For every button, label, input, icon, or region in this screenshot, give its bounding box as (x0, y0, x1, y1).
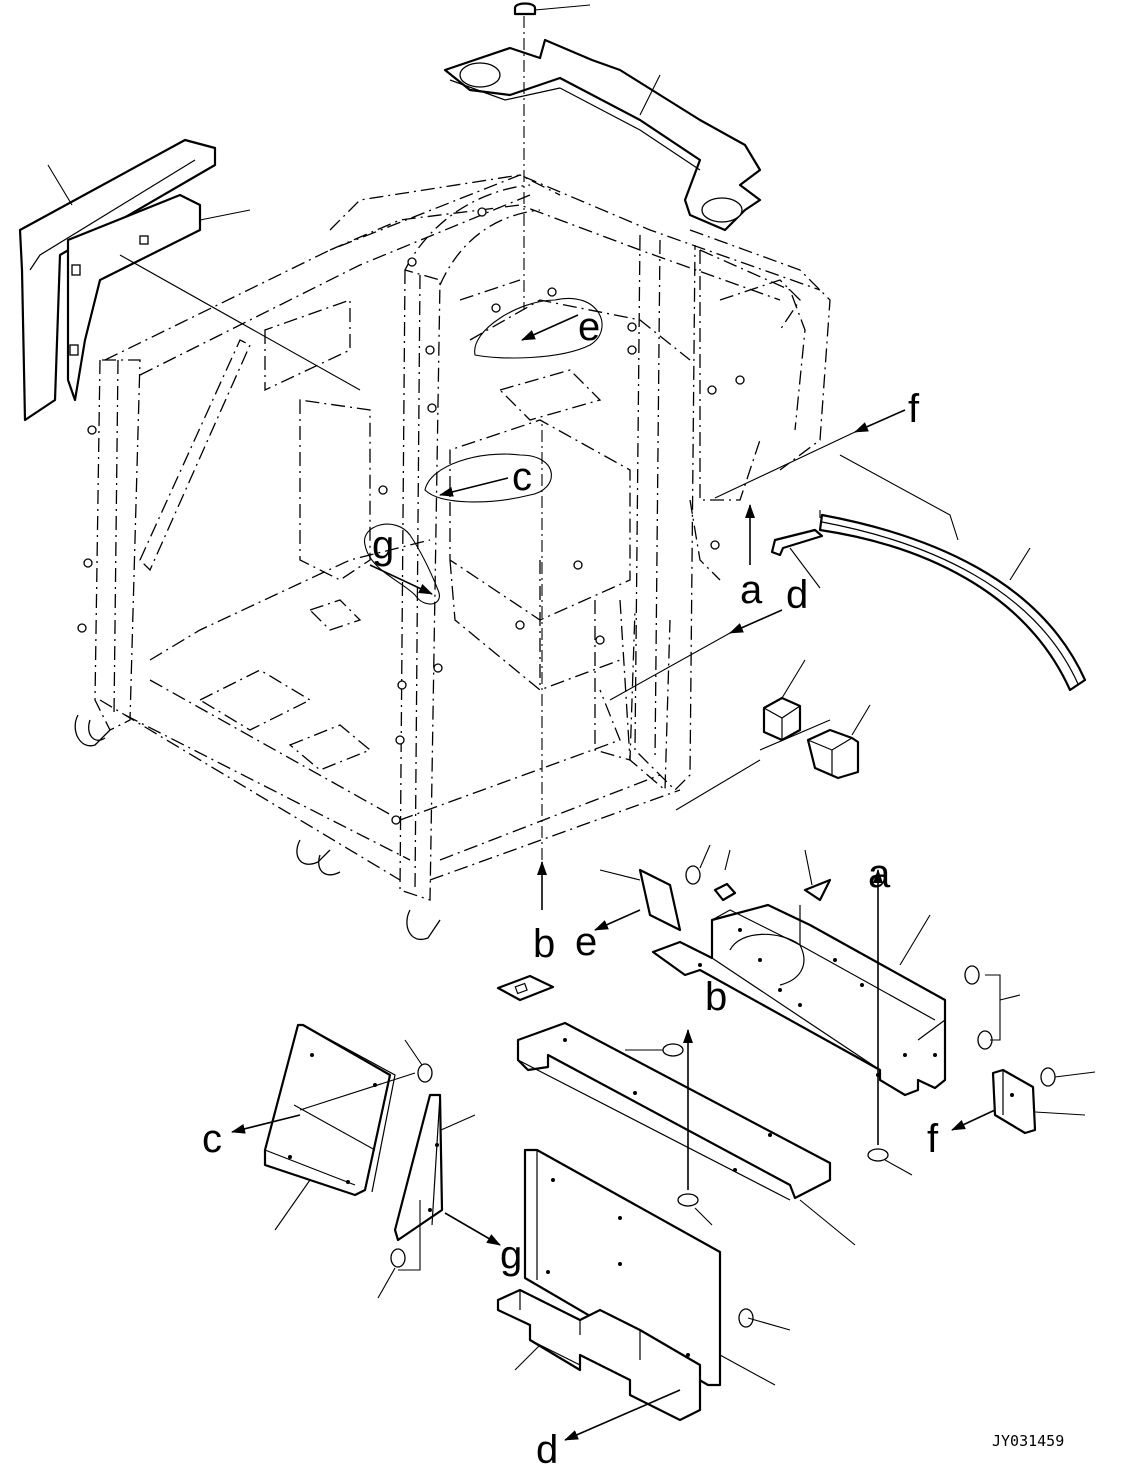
panel-d (523, 1148, 791, 1387)
upper-arrows (364, 297, 906, 910)
callout-b-upper: b (533, 922, 555, 966)
callout-c-lower: c (202, 1117, 222, 1161)
callout-c-upper: c (512, 455, 532, 499)
callout-f-upper: f (908, 387, 920, 431)
callout-e-lower: e (575, 920, 597, 964)
callout-d-upper: d (786, 573, 808, 617)
drawing-code: JY031459 (992, 1432, 1064, 1450)
callout-a-lower: a (868, 852, 891, 896)
floor-plate-b (516, 1021, 856, 1246)
panel-c (263, 1023, 433, 1231)
callout-labels: e c g f a d b e a b c f g d (202, 305, 939, 1472)
frame-fasteners (77, 207, 745, 825)
curved-trim-strip (770, 454, 1087, 692)
plate-b-holes (563, 1038, 772, 1172)
callout-a-upper: a (740, 568, 763, 612)
lower-arrows (231, 869, 996, 1441)
callout-b-lower: b (705, 975, 727, 1019)
plate-e (599, 844, 832, 932)
panel-c-holes (288, 1053, 377, 1184)
stepped-foam (496, 1288, 702, 1422)
cab-frame (74, 174, 831, 941)
left-rear-trim (18, 138, 361, 422)
panel-g (377, 1093, 476, 1299)
callout-g-lower: g (500, 1233, 522, 1277)
callout-d-lower: d (536, 1428, 558, 1472)
rear-upper-bracket (443, 2, 762, 310)
floor-duct-tray (651, 903, 947, 1097)
seal-pad (496, 974, 555, 1002)
panel-d-holes (546, 1178, 690, 1357)
plate-f (677, 965, 1096, 1226)
tray-holes (698, 928, 937, 1077)
callout-f-lower: f (927, 1117, 939, 1161)
foam-blocks (675, 659, 871, 811)
callout-e-upper: e (578, 305, 600, 349)
callout-g-upper: g (372, 523, 394, 567)
